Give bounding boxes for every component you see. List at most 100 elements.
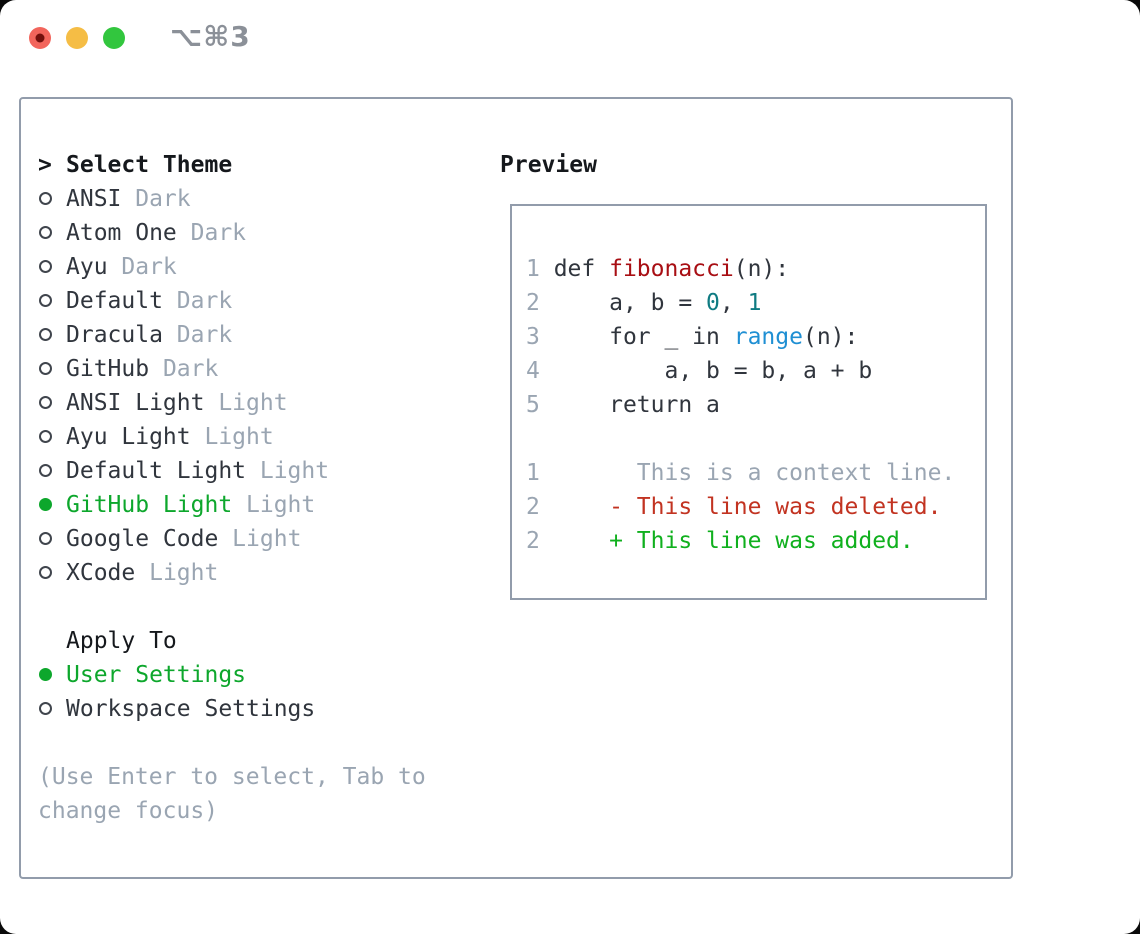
item-name: XCode xyxy=(66,560,136,586)
record-dot-icon xyxy=(35,33,45,43)
apply-to-header: Apply To xyxy=(38,624,488,658)
radio-icon xyxy=(39,328,52,341)
code-token: fibonacci xyxy=(609,256,734,282)
radio-icon xyxy=(39,566,52,579)
item-variant-tag: Dark xyxy=(121,186,191,212)
window-title: ⌥⌘3 xyxy=(170,20,251,53)
item-name: Workspace Settings xyxy=(66,696,316,722)
prompt-marker: > xyxy=(38,148,66,182)
code-token: + This line was added. xyxy=(553,528,914,554)
theme-option-ansi[interactable]: ANSI Dark xyxy=(38,182,488,216)
line-number: 1 xyxy=(526,256,554,282)
theme-option-github-light[interactable]: GitHub Light Light xyxy=(38,488,488,522)
item-name: User Settings xyxy=(66,662,247,688)
radio-marker xyxy=(38,658,66,692)
minimize-button[interactable] xyxy=(66,27,88,49)
code-line: 2 + This line was added. xyxy=(526,524,955,558)
line-number: 1 xyxy=(526,460,554,486)
item-variant-tag: Dark xyxy=(176,220,247,246)
item-name: ANSI Light xyxy=(66,390,205,416)
code-token: for _ in xyxy=(553,324,734,350)
code-token: range xyxy=(733,324,803,350)
zoom-button[interactable] xyxy=(103,27,125,49)
theme-option-github[interactable]: GitHub Dark xyxy=(38,352,488,386)
item-name: Default xyxy=(66,288,163,314)
code-line: 2 - This line was deleted. xyxy=(526,490,955,524)
radio-marker xyxy=(38,522,66,556)
preview-header: Preview xyxy=(500,152,597,178)
code-line xyxy=(526,422,955,456)
code-token: This is a context line. xyxy=(553,460,956,486)
apply-option-workspace-settings[interactable]: Workspace Settings xyxy=(38,692,488,726)
prompt-icon: > xyxy=(38,152,52,178)
item-name: Google Code xyxy=(66,526,219,552)
radio-marker xyxy=(38,488,66,522)
item-variant-tag: Light xyxy=(232,492,316,518)
code-token: def xyxy=(553,256,610,282)
line-number: 2 xyxy=(526,528,554,554)
code-line: 1 def fibonacci(n): xyxy=(526,252,955,286)
close-button[interactable] xyxy=(29,27,51,49)
theme-option-ayu[interactable]: Ayu Dark xyxy=(38,250,488,284)
select-theme-header: > Select Theme xyxy=(38,148,488,182)
radio-icon xyxy=(39,260,52,273)
radio-icon xyxy=(39,226,52,239)
radio-icon xyxy=(39,668,52,681)
theme-option-google-code[interactable]: Google Code Light xyxy=(38,522,488,556)
code-line: 1 This is a context line. xyxy=(526,456,955,490)
spacer xyxy=(38,726,488,760)
code-token: - This line was deleted. xyxy=(553,494,942,520)
item-name: Dracula xyxy=(66,322,163,348)
item-name: ANSI xyxy=(66,186,122,212)
radio-icon xyxy=(39,430,52,443)
item-variant-tag: Light xyxy=(190,424,274,450)
radio-marker xyxy=(38,352,66,386)
radio-marker xyxy=(38,250,66,284)
item-variant-tag: Dark xyxy=(162,322,233,348)
theme-option-default[interactable]: Default Dark xyxy=(38,284,488,318)
radio-marker xyxy=(38,182,66,216)
line-number: 2 xyxy=(526,494,554,520)
code-line: 4 a, b = b, a + b xyxy=(526,354,955,388)
radio-icon xyxy=(39,192,52,205)
item-name: Atom One xyxy=(66,220,177,246)
theme-option-dracula[interactable]: Dracula Dark xyxy=(38,318,488,352)
item-variant-tag: Dark xyxy=(149,356,219,382)
code-line: 3 for _ in range(n): xyxy=(526,320,955,354)
item-variant-tag: Light xyxy=(246,458,330,484)
radio-icon xyxy=(39,702,52,715)
item-name: GitHub xyxy=(66,356,150,382)
code-token: (n): xyxy=(802,324,859,350)
code-token: (n): xyxy=(733,256,790,282)
code-line: 2 a, b = 0, 1 xyxy=(526,286,955,320)
spacer xyxy=(38,590,488,624)
line-number: 4 xyxy=(526,358,554,384)
radio-marker xyxy=(38,556,66,590)
theme-option-ayu-light[interactable]: Ayu Light Light xyxy=(38,420,488,454)
item-variant-tag: Light xyxy=(204,390,288,416)
code-token: return a xyxy=(553,392,720,418)
radio-marker xyxy=(38,386,66,420)
item-variant-tag: Light xyxy=(218,526,302,552)
apply-option-user-settings[interactable]: User Settings xyxy=(38,658,488,692)
titlebar xyxy=(29,26,140,50)
theme-option-ansi-light[interactable]: ANSI Light Light xyxy=(38,386,488,420)
radio-icon xyxy=(39,532,52,545)
radio-marker xyxy=(38,454,66,488)
select-theme-header-label: Select Theme xyxy=(66,152,233,178)
item-name: Default Light xyxy=(66,458,247,484)
item-variant-tag: Dark xyxy=(107,254,177,280)
radio-marker xyxy=(38,216,66,250)
radio-marker xyxy=(38,692,66,726)
theme-option-xcode[interactable]: XCode Light xyxy=(38,556,488,590)
theme-option-atom-one[interactable]: Atom One Dark xyxy=(38,216,488,250)
theme-option-default-light[interactable]: Default Light Light xyxy=(38,454,488,488)
line-number xyxy=(526,426,554,452)
radio-marker xyxy=(38,318,66,352)
